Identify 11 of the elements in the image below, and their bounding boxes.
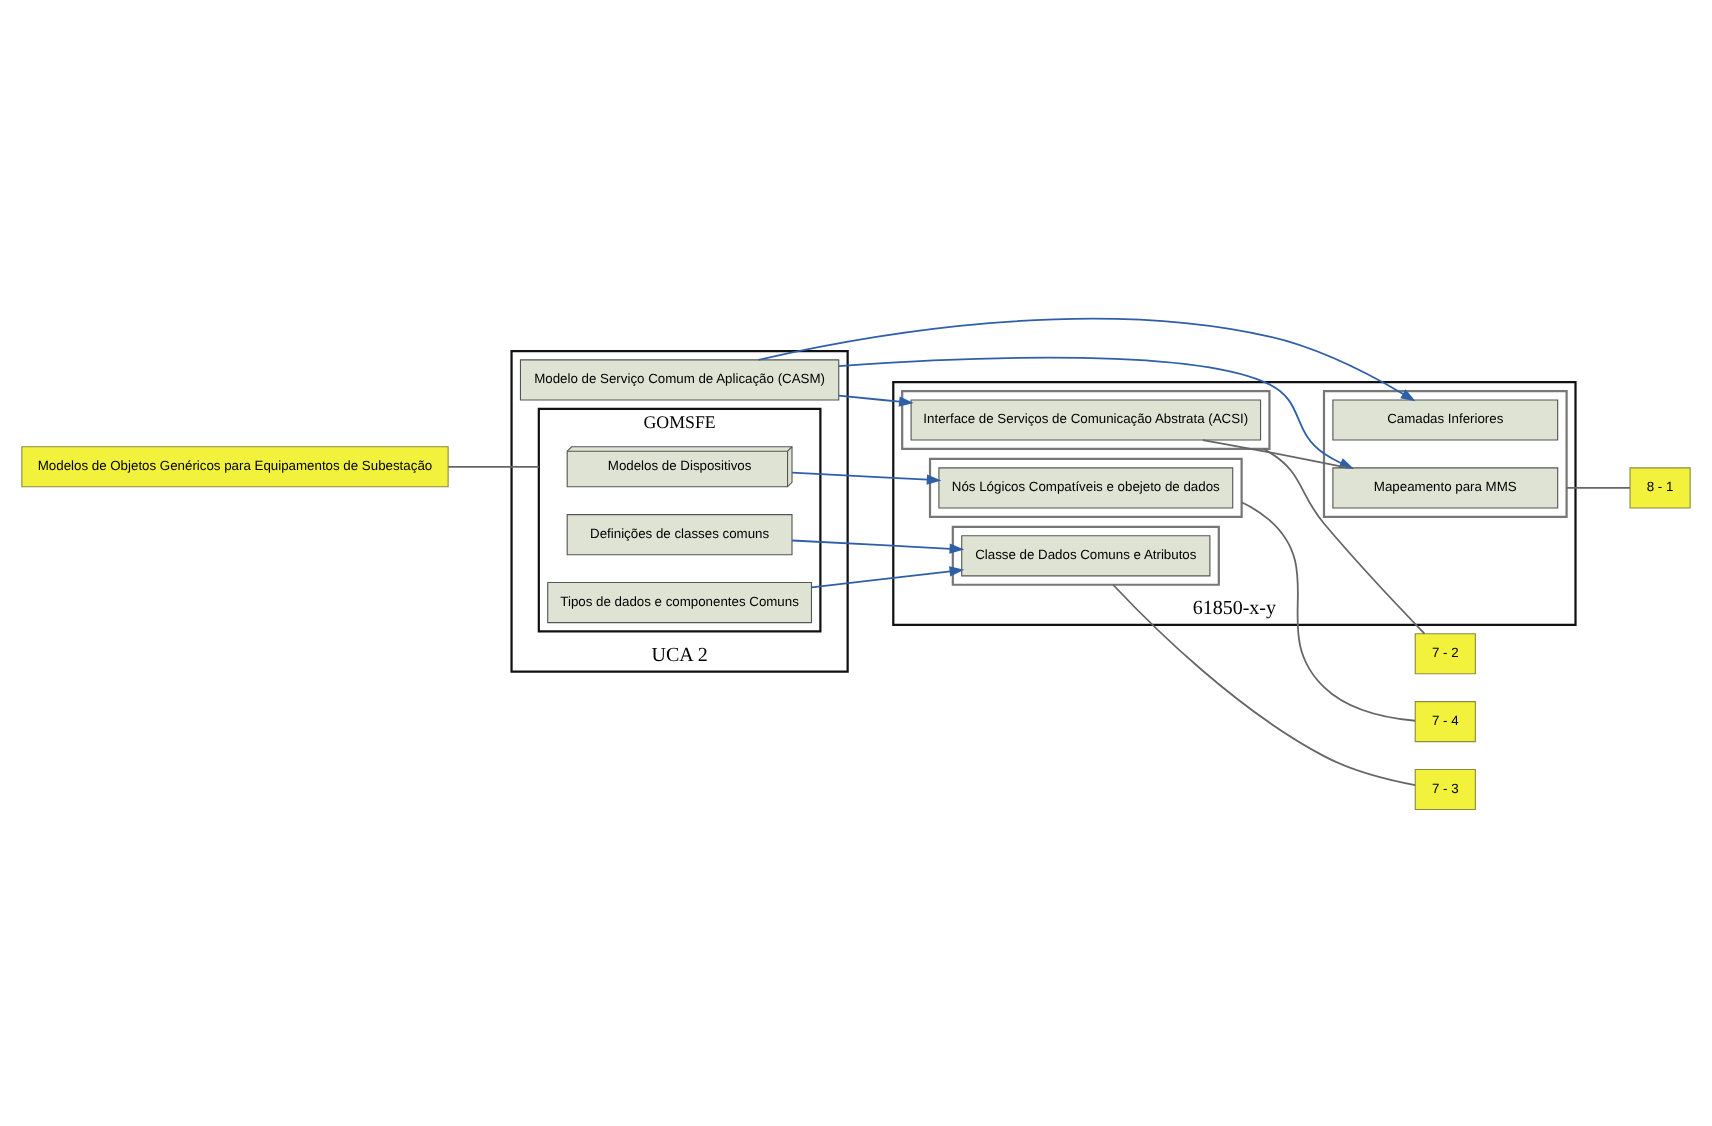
- arrow: [791, 470, 942, 484]
- arrow: [757, 316, 1416, 401]
- arrow: [838, 393, 914, 406]
- connector: [1262, 447, 1426, 634]
- arrow: [810, 565, 965, 588]
- cluster: [901, 388, 1271, 450]
- connector: [447, 464, 540, 467]
- connector: [1565, 486, 1631, 488]
- arrow: [791, 538, 965, 553]
- connector: [1240, 500, 1417, 721]
- connector: [1112, 582, 1417, 785]
